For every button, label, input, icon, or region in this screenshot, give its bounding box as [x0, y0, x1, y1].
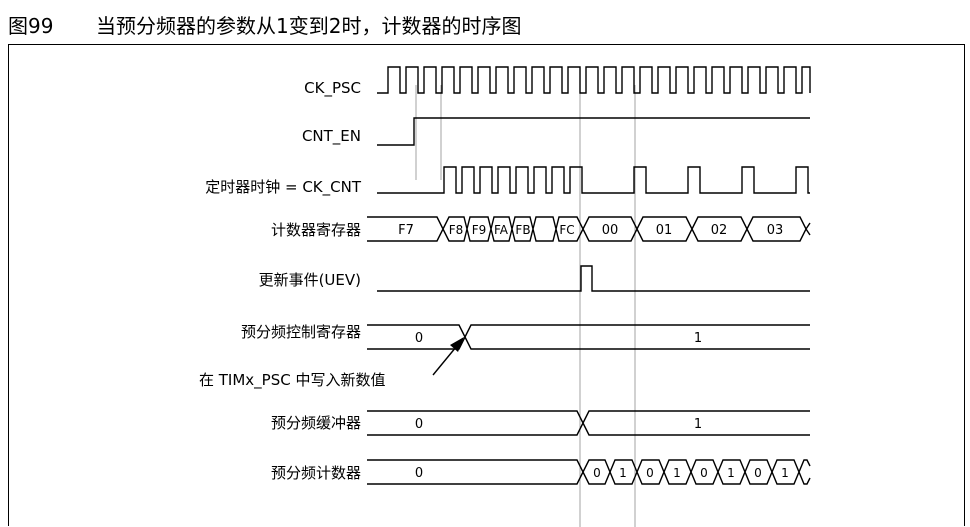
annotation-text: 在 TIMx_PSC 中写入新数值	[199, 371, 385, 390]
label-counter-register: 计数器寄存器	[271, 221, 361, 239]
psc-buffer-value-0: 0	[415, 417, 423, 432]
psc-control-value-1: 1	[694, 331, 702, 346]
label-ck-psc: CK_PSC	[304, 79, 361, 98]
timing-diagram: CK_PSC CNT_EN 定时器时钟 = CK_CNT 计数器寄存器 更新事件…	[199, 66, 811, 527]
wave-cnt-en	[377, 117, 810, 146]
psc-counter-value: 0	[700, 466, 708, 480]
counter-value-fb: FB	[515, 223, 530, 237]
bus-psc-control	[367, 324, 810, 350]
counter-value-00: 00	[602, 223, 619, 238]
counter-value-f8: F8	[449, 223, 464, 237]
counter-value-02: 02	[711, 223, 728, 238]
psc-counter-value: 1	[619, 466, 627, 480]
wave-ck-psc	[377, 66, 811, 94]
psc-counter-value: 1	[781, 466, 789, 480]
figure-caption: 图99 当预分频器的参数从1变到2时，计数器的时序图	[0, 0, 970, 40]
label-psc-control: 预分频控制寄存器	[241, 323, 361, 341]
psc-counter-value: 0	[593, 466, 601, 480]
psc-control-value-0: 0	[415, 331, 423, 346]
psc-counter-value: 0	[415, 466, 423, 481]
bus-psc-counter	[367, 459, 811, 485]
psc-counter-value: 0	[646, 466, 654, 480]
annotation-arrowhead	[450, 337, 464, 352]
figure-title: 当预分频器的参数从1变到2时，计数器的时序图	[96, 14, 522, 38]
label-psc-buffer: 预分频缓冲器	[271, 414, 361, 432]
counter-value-f9: F9	[472, 223, 487, 237]
figure-number: 图99	[8, 14, 54, 38]
label-psc-counter: 预分频计数器	[271, 464, 361, 482]
counter-value-03: 03	[767, 223, 784, 238]
counter-value-fc: FC	[559, 223, 574, 237]
counter-value-f7: F7	[398, 223, 414, 238]
label-uev: 更新事件(UEV)	[259, 271, 361, 289]
counter-value-fa: FA	[494, 223, 509, 237]
psc-counter-value: 1	[673, 466, 681, 480]
label-ck-cnt: 定时器时钟 = CK_CNT	[205, 178, 362, 197]
psc-buffer-value-1: 1	[694, 417, 702, 432]
diagram-frame: CK_PSC CNT_EN 定时器时钟 = CK_CNT 计数器寄存器 更新事件…	[8, 44, 965, 527]
wave-uev	[377, 265, 810, 292]
bus-psc-buffer	[367, 410, 810, 436]
psc-counter-value: 0	[754, 466, 762, 480]
label-cnt-en: CNT_EN	[302, 127, 361, 146]
psc-counter-value: 1	[727, 466, 735, 480]
counter-value-01: 01	[656, 223, 673, 238]
bus-counter-register	[367, 216, 811, 242]
wave-ck-cnt	[377, 166, 810, 194]
